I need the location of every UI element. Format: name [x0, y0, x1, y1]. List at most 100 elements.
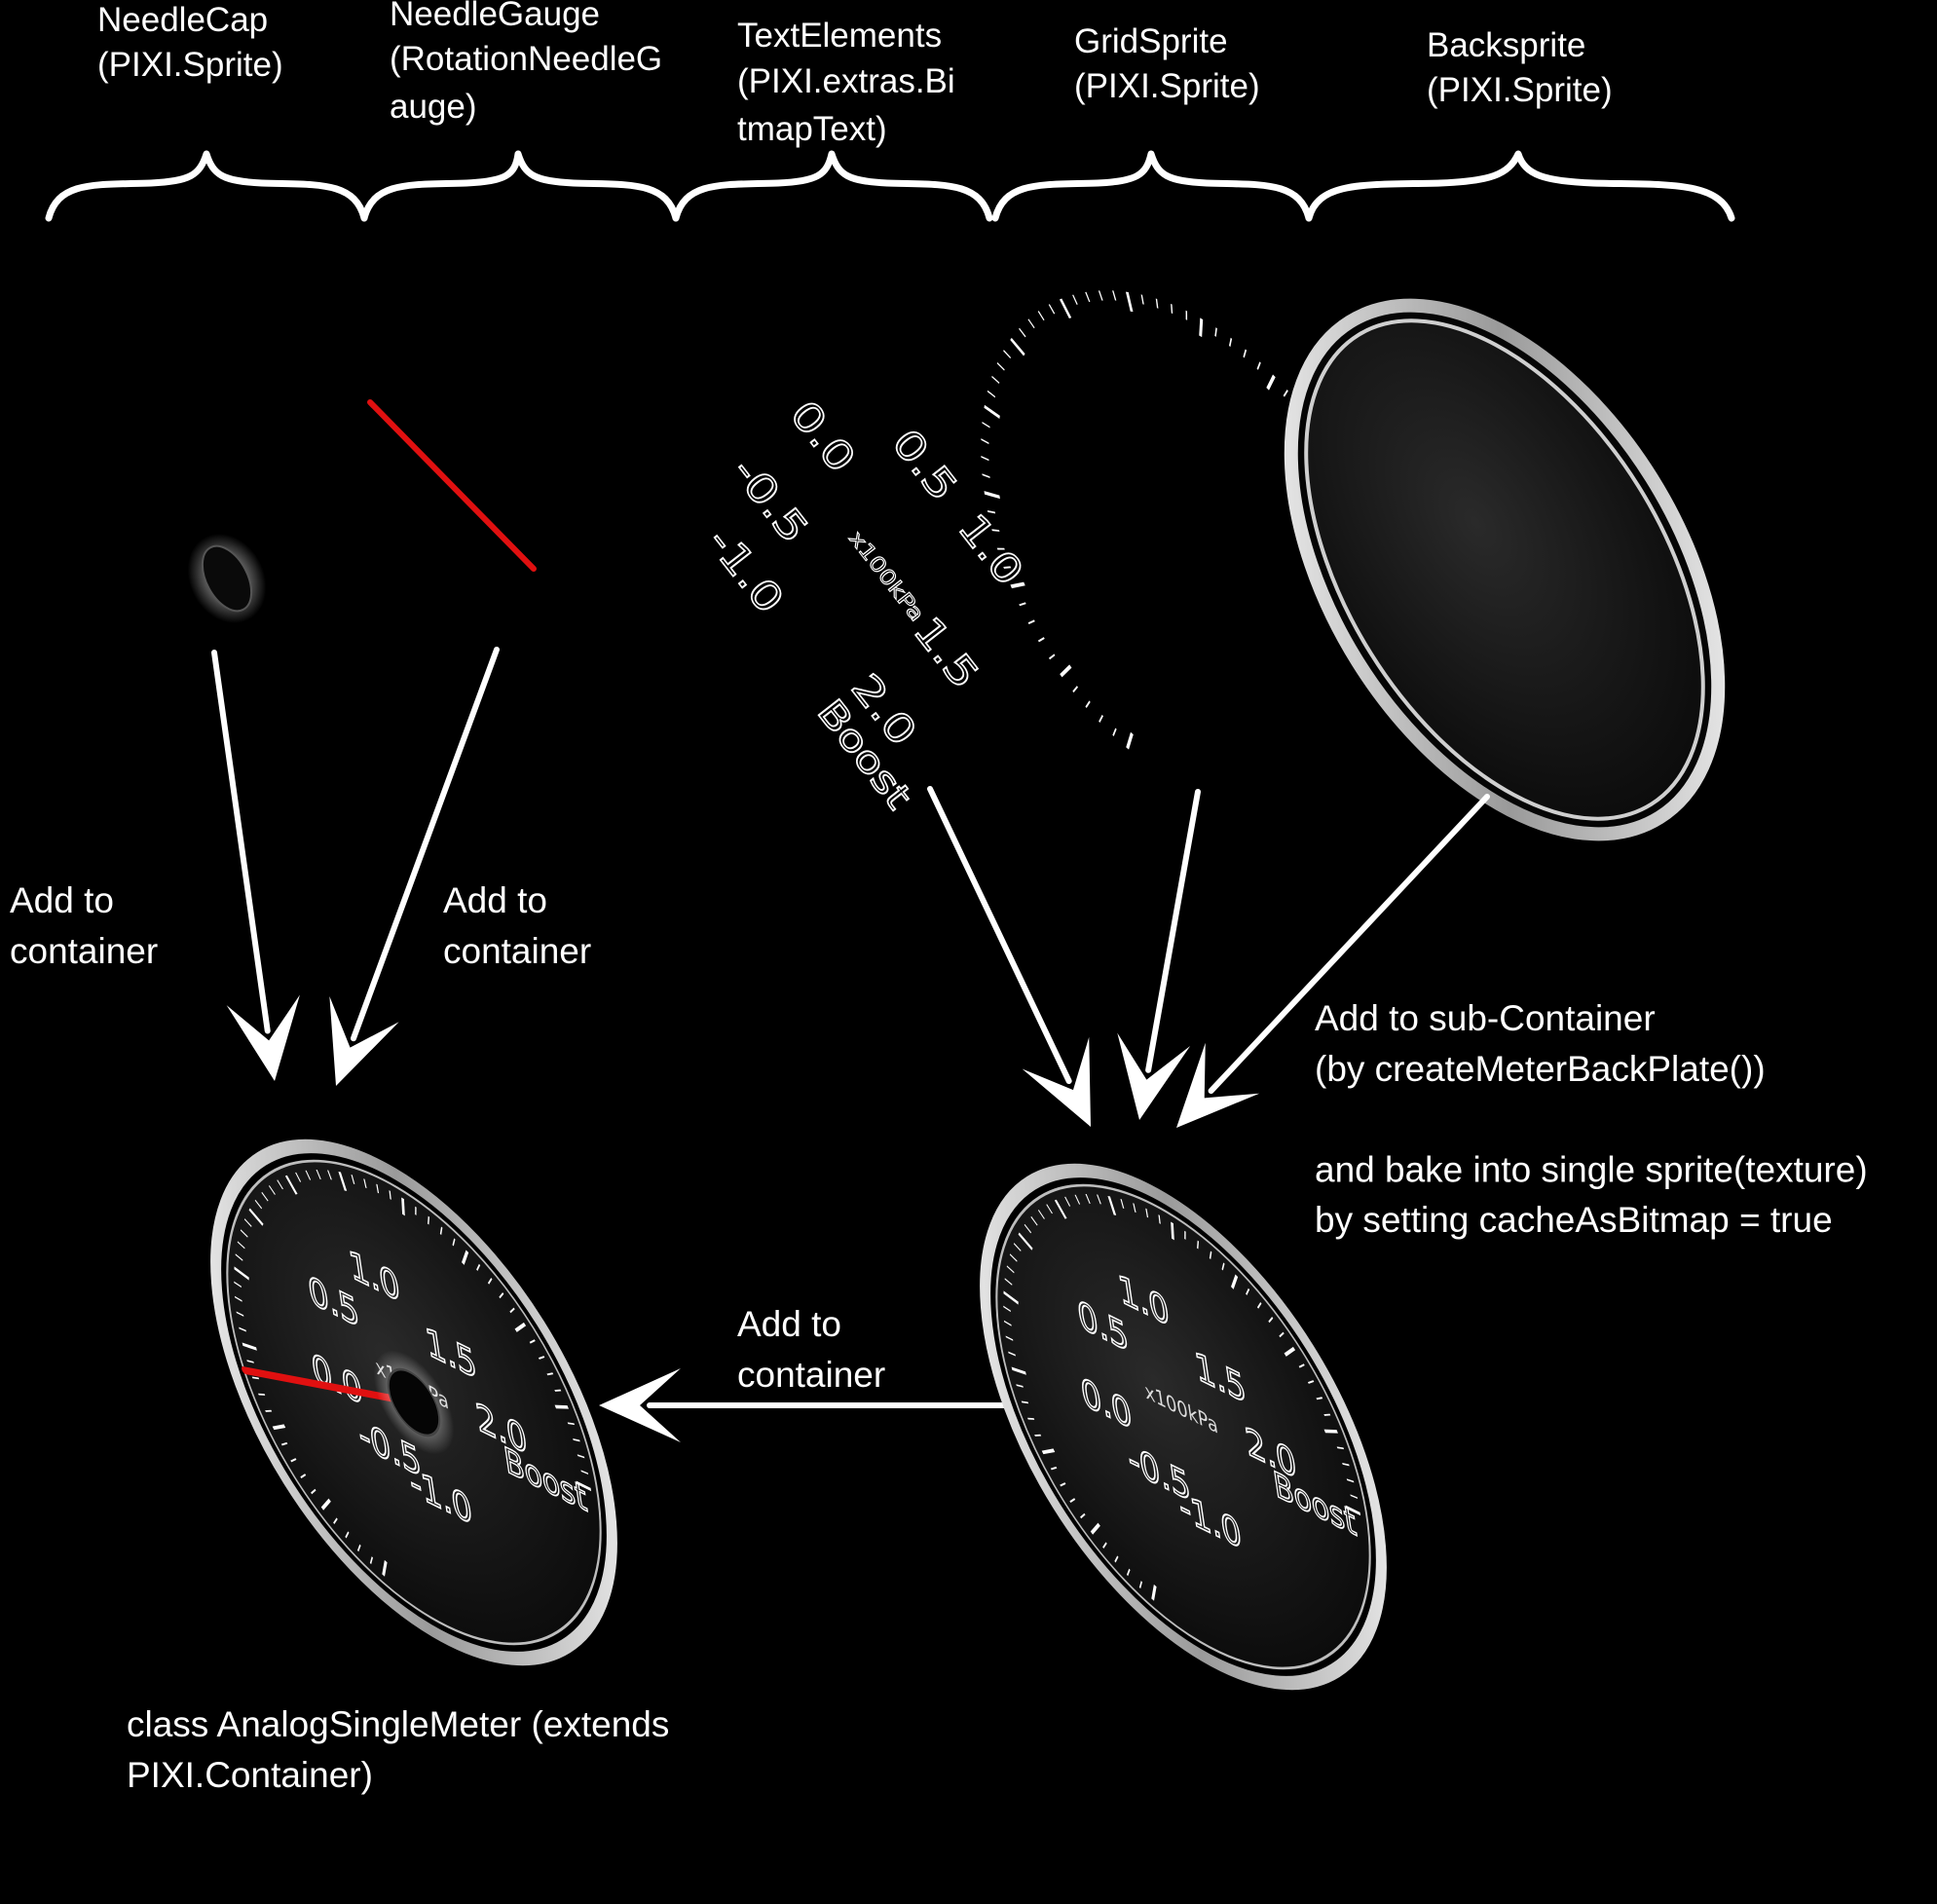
tick-mark	[305, 1170, 312, 1180]
tick-mark	[514, 1322, 527, 1332]
header-textelements-name: TextElements	[737, 17, 942, 55]
tick-mark	[1064, 1196, 1071, 1207]
tick-mark	[1228, 337, 1233, 348]
tick-mark	[1133, 1203, 1136, 1213]
tick-mark	[234, 1295, 242, 1302]
tick-mark	[987, 390, 996, 398]
tick-mark	[1126, 1568, 1131, 1577]
tick-mark	[1316, 1397, 1323, 1400]
tick-mark	[363, 1178, 367, 1189]
tick-mark	[439, 1226, 443, 1236]
tick-mark	[554, 1389, 562, 1392]
tick-mark	[1011, 1366, 1026, 1375]
tick-mark	[338, 1172, 348, 1191]
brace-needlegauge	[360, 150, 680, 222]
tick-mark	[1010, 337, 1025, 356]
tick-mark	[320, 1498, 331, 1511]
tick-mark	[1010, 581, 1025, 589]
tick-mark	[1030, 1215, 1038, 1226]
tick-mark	[1112, 728, 1117, 736]
arrow-head	[1117, 1032, 1191, 1120]
tick-mark	[1003, 1290, 1019, 1305]
tick-mark	[1037, 311, 1045, 321]
tick-mark	[509, 1307, 515, 1314]
header-needlegauge-name: NeedleGauge	[390, 0, 600, 33]
tick-mark	[234, 1266, 249, 1281]
tick-mark	[1054, 1199, 1067, 1219]
tick-mark	[415, 1206, 417, 1215]
tick-mark	[258, 1393, 266, 1396]
tick-mark	[1112, 290, 1117, 301]
tick-mark	[1080, 1512, 1086, 1519]
tick-mark	[1027, 1417, 1035, 1420]
tick-mark	[1268, 1317, 1274, 1324]
tick-mark	[1074, 1194, 1081, 1205]
tick-mark	[240, 1229, 248, 1238]
tick-mark	[1336, 1446, 1345, 1450]
tick-mark	[1266, 374, 1276, 391]
tick-mark	[284, 1175, 298, 1195]
tick-mark	[1003, 1320, 1012, 1326]
tick-mark	[277, 1179, 283, 1190]
header-backsprite-name: Backsprite	[1427, 26, 1585, 64]
tick-mark	[251, 1376, 260, 1380]
needlegauge-sprite	[367, 399, 537, 572]
tick-mark	[1256, 1302, 1262, 1309]
tick-mark	[1342, 1462, 1350, 1467]
tick-mark	[1072, 294, 1078, 305]
needlecap-sprite	[187, 534, 267, 623]
tick-mark	[981, 455, 989, 462]
arrow-head	[1176, 1042, 1260, 1128]
tick-mark	[272, 1424, 286, 1431]
component-braces	[45, 150, 1735, 222]
tick-mark	[529, 1339, 536, 1344]
tick-mark	[1085, 700, 1091, 708]
tick-mark	[1243, 349, 1248, 358]
tick-mark	[327, 1170, 332, 1180]
tick-mark	[1024, 1223, 1032, 1234]
arrow-shaft	[927, 786, 1072, 1085]
tick-mark	[982, 421, 990, 429]
tick-mark	[1350, 1494, 1359, 1500]
component-headers: NeedleCap (PIXI.Sprite) NeedleGauge (Rot…	[97, 0, 1613, 148]
arrow-shaft	[350, 647, 500, 1042]
tick-mark	[1037, 637, 1045, 643]
scale-label: 0.5	[883, 421, 967, 509]
tick-mark	[1048, 653, 1056, 660]
tick-mark	[577, 1454, 585, 1459]
tick-mark	[984, 404, 1000, 419]
tick-mark	[1246, 1288, 1250, 1295]
tick-mark	[1126, 731, 1134, 750]
tick-mark	[1034, 1434, 1042, 1437]
tick-mark	[1050, 1466, 1058, 1471]
tick-mark	[1323, 1429, 1338, 1434]
tick-mark	[1003, 566, 1012, 569]
tick-mark	[1231, 1274, 1239, 1289]
tick-mark	[248, 1208, 264, 1226]
tick-mark	[345, 1531, 350, 1539]
tick-mark	[567, 1422, 576, 1426]
unit-label: x100kPa	[844, 526, 930, 625]
tick-mark	[1140, 294, 1144, 305]
tick-mark	[316, 1170, 321, 1179]
tick-mark	[576, 1480, 592, 1492]
tick-mark	[538, 1356, 545, 1360]
tick-mark	[1145, 1208, 1149, 1218]
tick-mark	[1345, 1505, 1361, 1516]
tick-mark	[1048, 304, 1056, 315]
header-needlecap-name: NeedleCap	[97, 1, 268, 39]
header-gridsprite-name: GridSprite	[1074, 22, 1228, 60]
tick-mark	[1184, 1230, 1186, 1240]
tick-mark	[1197, 1240, 1200, 1250]
tick-mark	[1037, 1210, 1045, 1219]
tick-mark	[1085, 291, 1091, 303]
tick-mark	[1003, 350, 1012, 359]
tick-mark	[1158, 1214, 1161, 1224]
tick-mark	[546, 1372, 554, 1376]
tick-mark	[1004, 1278, 1013, 1286]
tick-mark	[1005, 1335, 1014, 1341]
